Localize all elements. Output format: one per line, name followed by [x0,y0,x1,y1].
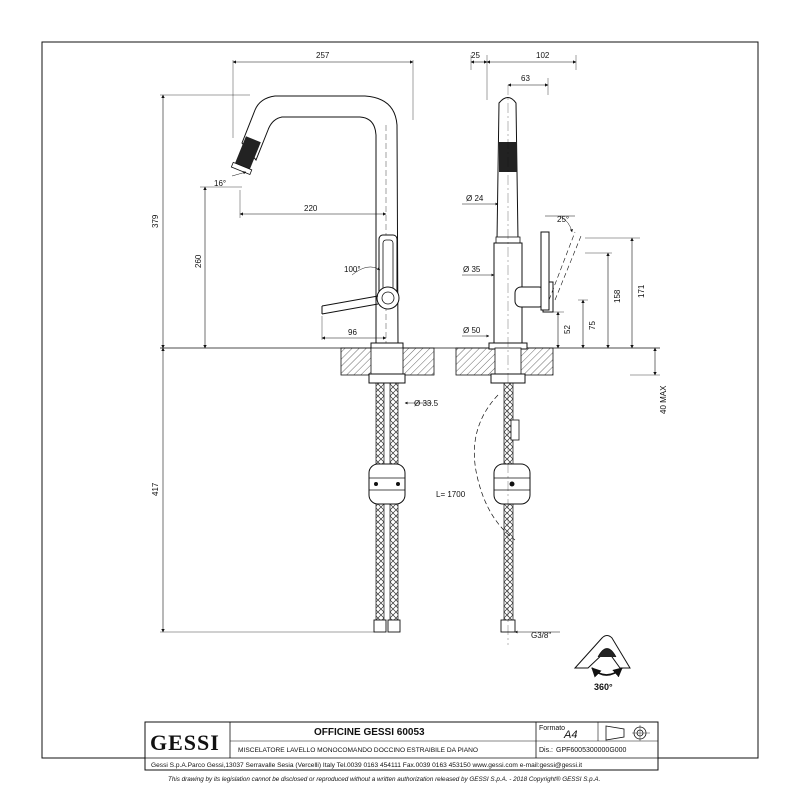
dim-25: 25 [471,51,480,60]
projection-symbol-icon [605,725,650,741]
lever-hub [376,286,400,310]
dim-158: 158 [613,289,622,303]
dim-d24: Ø 24 [466,194,484,203]
dim-40-max: 40 MAX [659,385,668,414]
front-view [160,60,450,633]
side-lever [540,231,550,311]
drawing-title: OFFICINE GESSI 60053 [314,727,425,738]
dim-d35: Ø 35 [463,265,481,274]
dim-417: 417 [151,482,160,496]
dim-100-deg: 100° [344,265,361,274]
dim-171: 171 [637,284,646,298]
dim-thread: G3/8" [531,631,551,640]
sheet-border [41,41,759,759]
dim-75: 75 [588,321,597,330]
dim-102: 102 [536,51,550,60]
hose-weight [368,463,406,505]
dim-16-deg: 16° [214,179,226,188]
dim-220: 220 [304,204,318,213]
spout-body [241,95,399,346]
dim-52: 52 [563,325,572,334]
dim-257: 257 [316,51,330,60]
copyright-notice: This drawing by its legislation cannot b… [168,775,600,783]
company-address: Gessi S.p.A.Parco Gessi,13037 Serravalle… [151,762,582,769]
dim-96: 96 [348,328,357,337]
spray-nozzle [230,136,261,176]
dim-63: 63 [521,74,530,83]
title-block [144,721,659,771]
rotation-symbol [573,635,631,678]
dim-d50: Ø 50 [463,326,481,335]
gessi-logo: GESSI [150,730,220,755]
dis-value: GPF6005300000G000 [556,747,627,754]
dim-379: 379 [151,214,160,228]
lever-arm [321,295,379,307]
formato-value: A4 [563,729,577,741]
dim-260: 260 [194,254,203,268]
dim-25-deg: 25° [557,215,569,224]
hose-loop-dashed [473,394,516,541]
side-view [450,55,660,645]
dim-d33-5: Ø 33.5 [414,399,439,408]
dim-hose-length: L= 1700 [436,490,466,499]
dis-label: Dis.: [539,747,553,754]
rotation-label: 360° [594,682,613,692]
formato-label: Formato [539,725,565,732]
drawing-description: MISCELATORE LAVELLO MONOCOMANDO DOCCINO … [238,747,478,754]
